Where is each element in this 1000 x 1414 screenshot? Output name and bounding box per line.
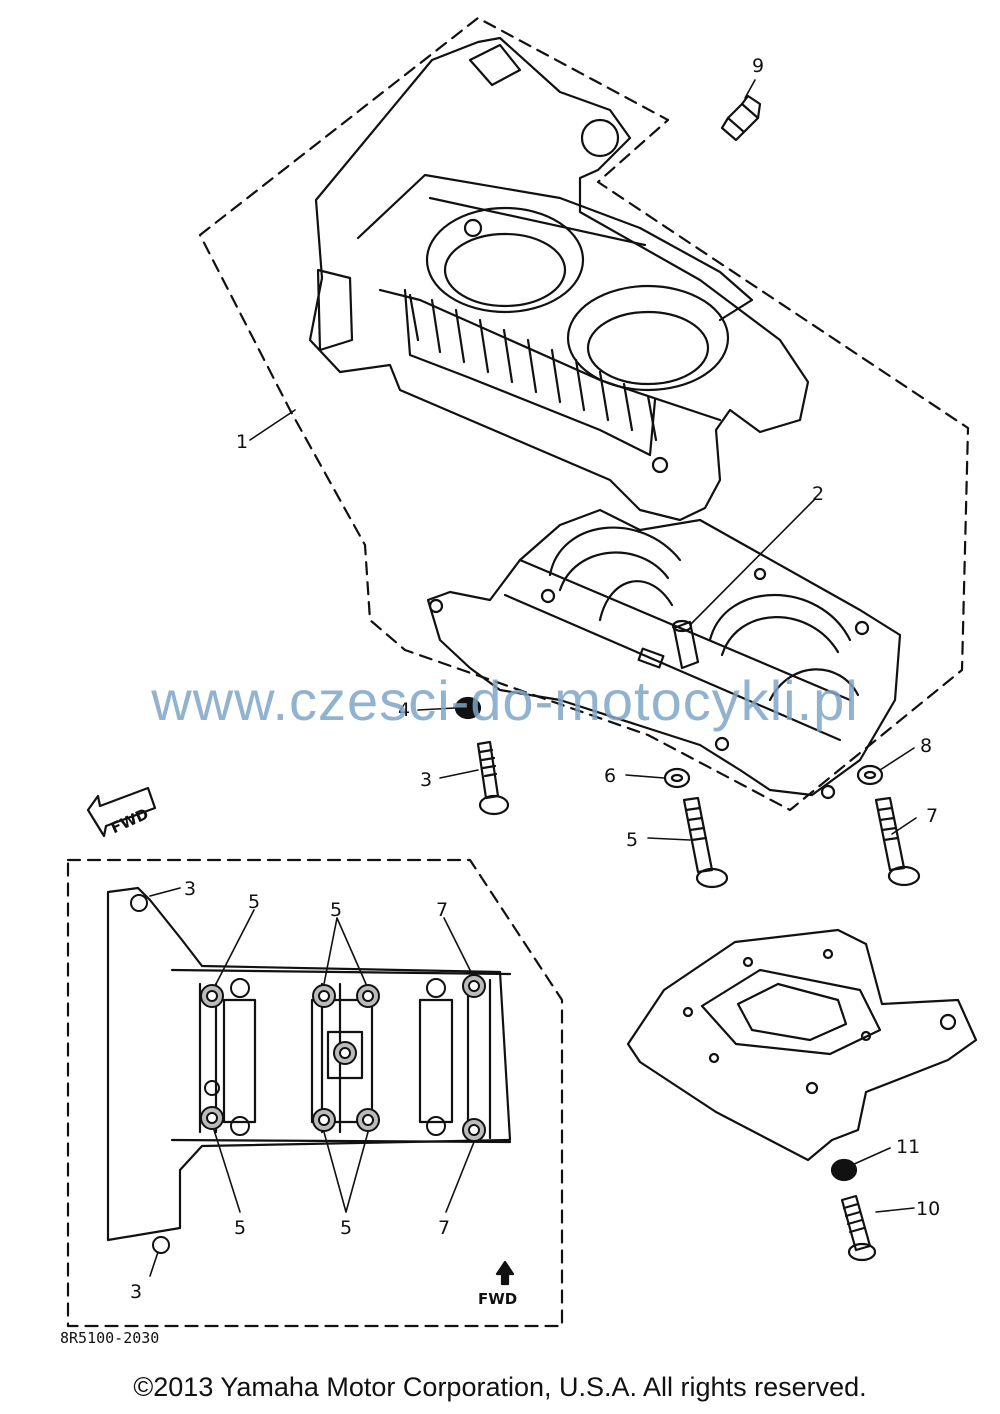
inset-fwd-arrow-icon bbox=[495, 1260, 515, 1286]
callout-6: 6 bbox=[604, 765, 616, 787]
washer-11 bbox=[830, 1158, 858, 1182]
callout-8: 8 bbox=[920, 735, 932, 757]
inset-bolt-plan bbox=[106, 886, 512, 1242]
copyright-notice: ©2013 Yamaha Motor Corporation, U.S.A. A… bbox=[133, 1372, 867, 1402]
inset-leaders bbox=[149, 887, 475, 1277]
callout-4: 4 bbox=[398, 699, 410, 721]
callout-10: 10 bbox=[916, 1198, 940, 1220]
bolt-10 bbox=[840, 1194, 877, 1262]
inset-callout-5-d: 5 bbox=[340, 1217, 352, 1239]
crankcase-lower bbox=[426, 508, 902, 800]
inset-fwd-label: FWD bbox=[478, 1290, 517, 1308]
drawing-code: 8R5100-2030 bbox=[60, 1329, 159, 1347]
bolt-3 bbox=[476, 740, 510, 816]
bolt-7 bbox=[874, 796, 921, 887]
washer-8 bbox=[856, 764, 884, 786]
callout-2: 2 bbox=[812, 483, 824, 505]
callout-7: 7 bbox=[926, 805, 938, 827]
callout-9: 9 bbox=[752, 55, 764, 77]
inset-callout-3-top: 3 bbox=[184, 878, 196, 900]
inset-callout-3-bottom: 3 bbox=[130, 1281, 142, 1303]
leader-lines bbox=[249, 79, 917, 1213]
crankcase-assembly-outline bbox=[198, 16, 970, 812]
inset-outline bbox=[66, 858, 564, 1328]
fwd-arrow-icon bbox=[86, 786, 157, 838]
dowel-pin bbox=[671, 619, 700, 670]
inset-callouts: 3 5 5 7 5 5 7 3 bbox=[130, 878, 450, 1303]
bolt-5 bbox=[682, 796, 729, 889]
washer-4 bbox=[454, 696, 482, 720]
callout-11: 11 bbox=[896, 1136, 920, 1158]
inset-callout-5-a: 5 bbox=[248, 891, 260, 913]
inset-callout-5-c: 5 bbox=[234, 1217, 246, 1239]
inset-callout-5-b: 5 bbox=[330, 899, 342, 921]
crankcase-upper bbox=[308, 36, 810, 522]
inset-callout-7-top: 7 bbox=[436, 899, 448, 921]
callout-5: 5 bbox=[626, 829, 638, 851]
bracket-plate bbox=[626, 928, 978, 1162]
inset-callout-7-bottom: 7 bbox=[438, 1217, 450, 1239]
washer-6 bbox=[663, 767, 691, 789]
drain-stud bbox=[720, 94, 762, 142]
inset-bolt-holes bbox=[130, 894, 486, 1254]
part-callouts: 1 2 3 4 5 6 7 8 9 10 11 bbox=[236, 55, 940, 1220]
watermark-url: www.czesci-do-motocykli.pl bbox=[151, 669, 859, 732]
callout-1: 1 bbox=[236, 431, 248, 453]
callout-3: 3 bbox=[420, 769, 432, 791]
